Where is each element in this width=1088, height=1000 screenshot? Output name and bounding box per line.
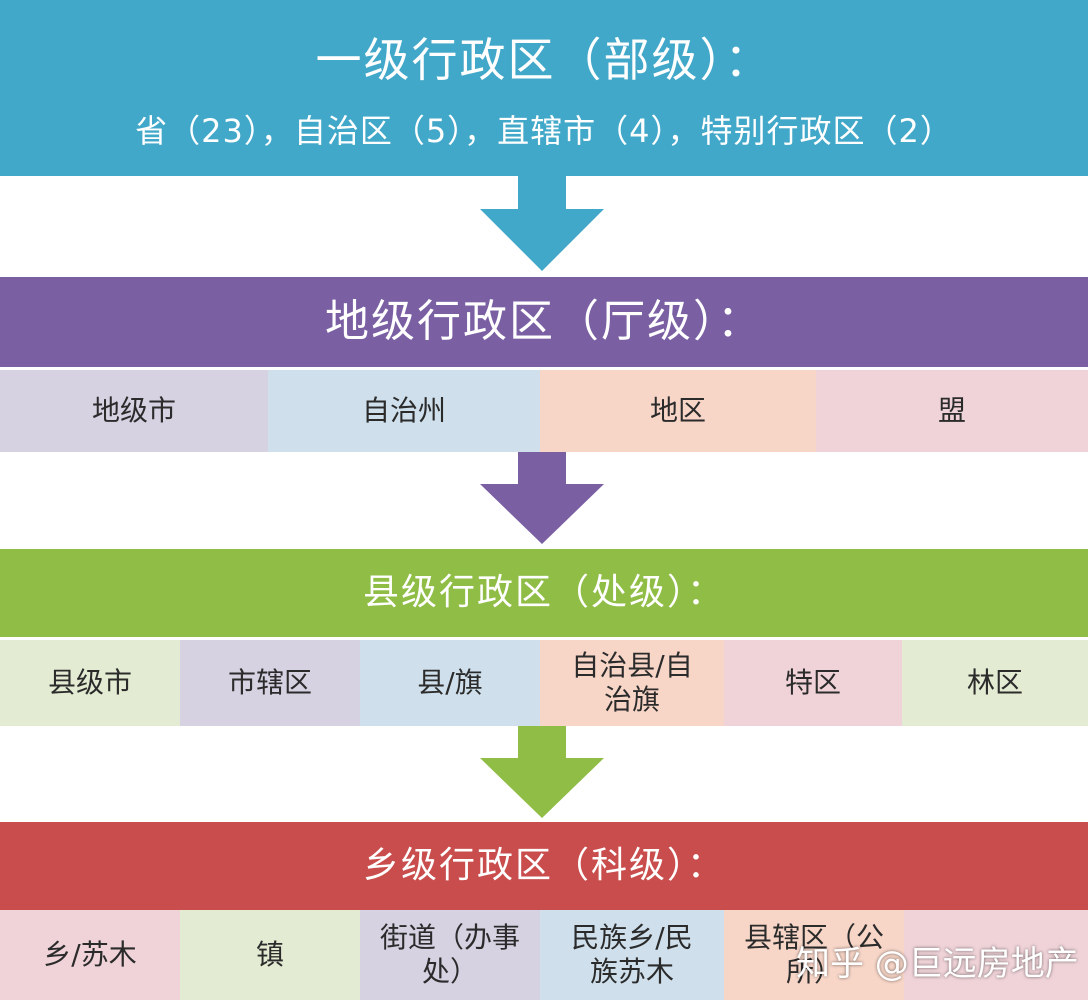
arrow-shape xyxy=(480,452,604,544)
level4-title: 乡级行政区（科级）： xyxy=(362,845,725,886)
level3-item: 县/旗 xyxy=(360,640,540,726)
level3-item: 林区 xyxy=(902,640,1088,726)
level1-banner: 一级行政区（部级）： 省（23），自治区（5），直辖市（4），特别行政区（2） xyxy=(0,0,1088,176)
level1-title: 一级行政区（部级）： xyxy=(315,33,773,87)
arrow-shape xyxy=(480,176,604,271)
level4-banner: 乡级行政区（科级）： xyxy=(0,822,1088,910)
level4-item: 民族乡/民族苏木 xyxy=(540,910,724,1000)
watermark: 知乎 @巨远房地产 xyxy=(796,944,1079,984)
level4-item: 县辖区（公所） xyxy=(724,910,904,1000)
level3-item: 市辖区 xyxy=(180,640,360,726)
level2-item: 盟 xyxy=(816,370,1088,452)
level2-banner: 地级行政区（厅级）： xyxy=(0,277,1088,367)
level2-item: 自治州 xyxy=(268,370,540,452)
down-arrow-icon xyxy=(480,452,604,544)
level1-subtitle: 省（23），自治区（5），直辖市（4），特别行政区（2） xyxy=(135,112,953,150)
level4-item: 街道（办事处） xyxy=(360,910,540,1000)
level2-item: 地级市 xyxy=(0,370,268,452)
level3-items-row: 县级市 市辖区 县/旗 自治县/自治旗 特区 林区 xyxy=(0,640,1088,726)
level4-item: 镇 xyxy=(180,910,360,1000)
level4-item: 乡/苏木 xyxy=(0,910,180,1000)
down-arrow-icon xyxy=(480,726,604,818)
level2-title: 地级行政区（厅级）： xyxy=(325,296,763,347)
level3-item: 县级市 xyxy=(0,640,180,726)
level4-items-row: 乡/苏木 镇 街道（办事处） 民族乡/民族苏木 县辖区（公所） xyxy=(0,910,1088,1000)
level3-banner: 县级行政区（处级）： xyxy=(0,549,1088,637)
level4-item xyxy=(904,910,1088,1000)
level2-items-row: 地级市 自治州 地区 盟 xyxy=(0,370,1088,452)
level2-item: 地区 xyxy=(540,370,816,452)
level3-item: 特区 xyxy=(724,640,902,726)
level3-item: 自治县/自治旗 xyxy=(540,640,724,726)
arrow-shape xyxy=(480,726,604,818)
down-arrow-icon xyxy=(480,176,604,271)
level3-title: 县级行政区（处级）： xyxy=(362,572,725,613)
